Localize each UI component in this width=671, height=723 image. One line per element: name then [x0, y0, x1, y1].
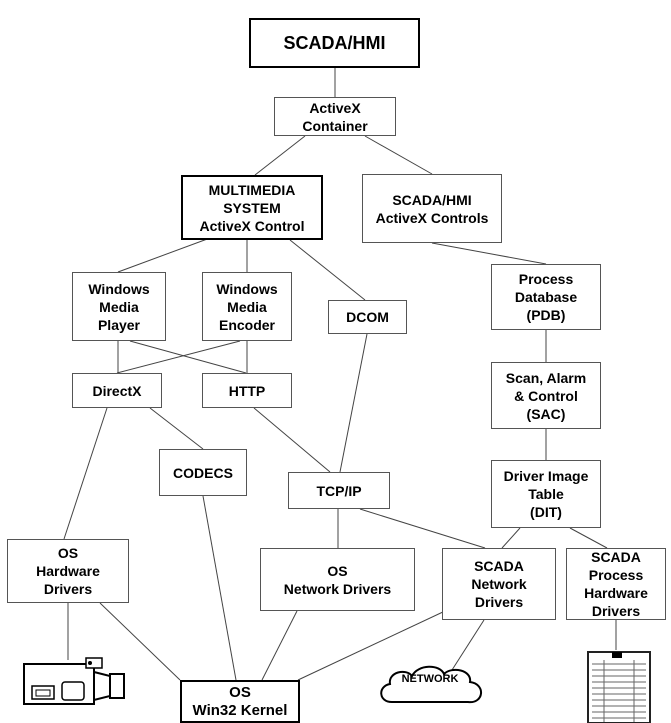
- driver-image-table-box: Driver Image Table (DIT): [491, 460, 601, 528]
- scan-alarm-control-box: Scan, Alarm & Control (SAC): [491, 362, 601, 429]
- http-box: HTTP: [202, 373, 292, 408]
- scan-alarm-control-label: Scan, Alarm & Control (SAC): [505, 369, 587, 422]
- tcp-ip-box: TCP/IP: [288, 472, 390, 509]
- windows-media-player-label: Windows Media Player: [88, 280, 150, 333]
- scada-activex-controls-label: SCADA/HMI ActiveX Controls: [375, 191, 489, 226]
- directx-box: DirectX: [72, 373, 162, 408]
- http-label: HTTP: [228, 382, 266, 399]
- scada-activex-controls-box: SCADA/HMI ActiveX Controls: [362, 174, 502, 243]
- windows-media-encoder-box: Windows Media Encoder: [202, 272, 292, 341]
- process-hardware-rack-icon: [587, 651, 651, 723]
- network-label: NETWORK: [401, 673, 459, 685]
- codecs-label: CODECS: [173, 464, 233, 481]
- codecs-box: CODECS: [159, 449, 247, 496]
- os-network-drivers-label: OS Network Drivers: [283, 562, 392, 597]
- dcom-label: DCOM: [346, 309, 389, 325]
- directx-label: DirectX: [92, 382, 142, 399]
- scada-hmi-box: SCADA/HMI: [249, 18, 420, 68]
- os-hardware-drivers-label: OS Hardware Drivers: [36, 545, 100, 597]
- video-camera-icon: [23, 657, 125, 705]
- os-hardware-drivers-box: OS Hardware Drivers: [7, 539, 129, 603]
- multimedia-system-box: MULTIMEDIA SYSTEM ActiveX Control: [181, 175, 323, 240]
- windows-media-player-box: Windows Media Player: [72, 272, 166, 341]
- driver-image-table-label: Driver Image Table (DIT): [503, 468, 589, 520]
- process-database-label: Process Database (PDB): [514, 271, 578, 323]
- scada-process-hardware-drivers-label: SCADA Process Hardware Drivers: [584, 549, 648, 619]
- tcp-ip-label: TCP/IP: [316, 482, 362, 499]
- activex-container-label: ActiveX Container: [302, 99, 368, 134]
- scada-hmi-label: SCADA/HMI: [283, 33, 386, 53]
- multimedia-system-label: MULTIMEDIA SYSTEM ActiveX Control: [199, 181, 305, 234]
- windows-media-encoder-label: Windows Media Encoder: [216, 280, 278, 333]
- network-cloud-icon: [380, 665, 482, 704]
- activex-container-box: ActiveX Container: [274, 97, 396, 136]
- process-database-box: Process Database (PDB): [491, 264, 601, 330]
- scada-network-drivers-label: SCADA Network Drivers: [471, 558, 527, 610]
- os-win32-kernel-box: OS Win32 Kernel: [180, 680, 300, 723]
- scada-network-drivers-box: SCADA Network Drivers: [442, 548, 556, 620]
- dcom-box: DCOM: [328, 300, 407, 334]
- scada-process-hardware-drivers-box: SCADA Process Hardware Drivers: [566, 548, 666, 620]
- os-network-drivers-box: OS Network Drivers: [260, 548, 415, 611]
- os-win32-kernel-label: OS Win32 Kernel: [192, 683, 288, 719]
